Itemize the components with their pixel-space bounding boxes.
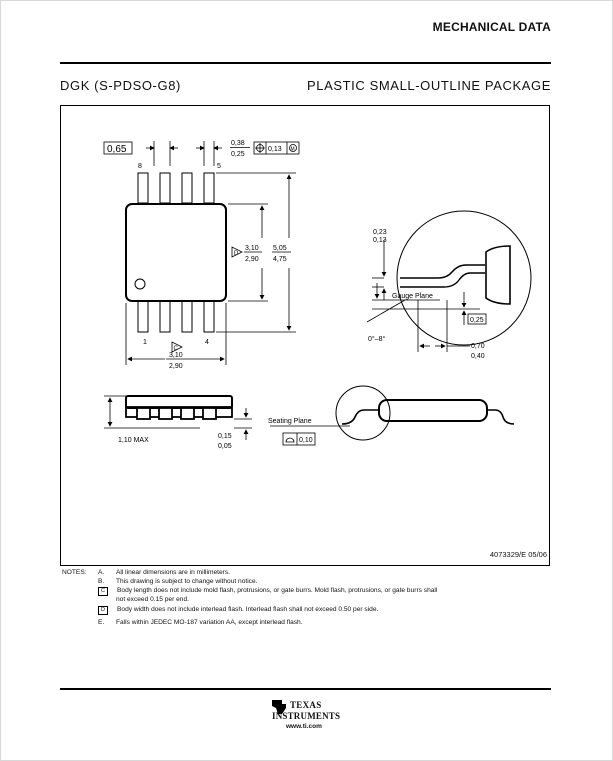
foot-length-max: 0,70 <box>471 343 485 350</box>
max-height: 1,10 MAX <box>118 437 149 444</box>
note-c-ref: C <box>174 346 179 352</box>
pin-width-max: 0,38 <box>231 140 245 147</box>
ti-logo: TEXAS INSTRUMENTS www.ti.com <box>266 698 348 732</box>
pin-3 <box>181 300 193 333</box>
note-a: A.All linear dimensions are in millimete… <box>98 569 230 576</box>
seating-plane-label: Seating Plane <box>268 418 312 425</box>
pin-width-min: 0,25 <box>231 151 245 158</box>
pin-8 <box>137 172 149 204</box>
pin-label-8: 8 <box>138 163 142 170</box>
pin-5 <box>203 172 215 204</box>
pin-label-5: 5 <box>217 163 221 170</box>
pin-4 <box>203 300 215 333</box>
side-view-detail <box>335 385 515 441</box>
gauge-value: 0,25 <box>470 317 484 324</box>
footer-url[interactable]: www.ti.com <box>286 723 322 730</box>
ti-logo-line2: INSTRUMENTS <box>272 711 341 721</box>
note-b: B.This drawing is subject to change with… <box>98 578 258 585</box>
footer-rule <box>60 688 551 690</box>
drawing-frame <box>60 105 550 566</box>
position-tolerance: 0,13 <box>268 146 282 153</box>
ti-logo-icon <box>272 700 286 714</box>
body-width-min: 2,90 <box>245 256 259 263</box>
mmc-symbol: M <box>291 147 295 153</box>
side-view <box>125 395 233 420</box>
body-length-max: 3,10 <box>169 352 183 359</box>
package-code: DGK (S-PDSO-G8) <box>60 78 181 93</box>
section-title: MECHANICAL DATA <box>432 20 551 34</box>
body-length-min: 2,90 <box>169 363 183 370</box>
lead-thickness-max: 0,23 <box>373 229 387 236</box>
coplanarity: 0,10 <box>299 437 313 444</box>
pin-1 <box>137 300 149 333</box>
overall-width-min: 4,75 <box>273 256 287 263</box>
ti-logo-line1: TEXAS <box>290 700 322 710</box>
standoff-max: 0,15 <box>218 433 232 440</box>
angle-range: 0°–8° <box>368 335 385 343</box>
pin1-marker <box>134 278 146 290</box>
pitch-value: 0,65 <box>107 144 127 155</box>
pin-label-1: 1 <box>143 339 147 346</box>
drawing-number: 4073329/E 05/06 <box>489 550 547 559</box>
gauge-plane-label: Gauge Plane <box>392 293 433 300</box>
pin-6 <box>181 172 193 204</box>
lead-detail <box>366 210 532 346</box>
top-view <box>125 172 227 333</box>
body-width-max: 3,10 <box>245 245 259 252</box>
foot-length-min: 0,40 <box>471 353 485 360</box>
note-d-ref: D <box>234 251 239 257</box>
standoff-min: 0,05 <box>218 443 232 450</box>
pin-label-4: 4 <box>205 339 209 346</box>
pin-7 <box>159 172 171 204</box>
package-name: PLASTIC SMALL-OUTLINE PACKAGE <box>307 78 551 93</box>
package-body <box>125 203 227 302</box>
pin-2 <box>159 300 171 333</box>
notes-title: NOTES: <box>62 569 87 576</box>
lead-thickness-min: 0,13 <box>373 237 387 244</box>
overall-width-max: 5,05 <box>273 245 287 252</box>
note-e: E.Falls within JEDEC MO-187 variation AA… <box>98 619 303 626</box>
header-rule <box>60 62 551 64</box>
